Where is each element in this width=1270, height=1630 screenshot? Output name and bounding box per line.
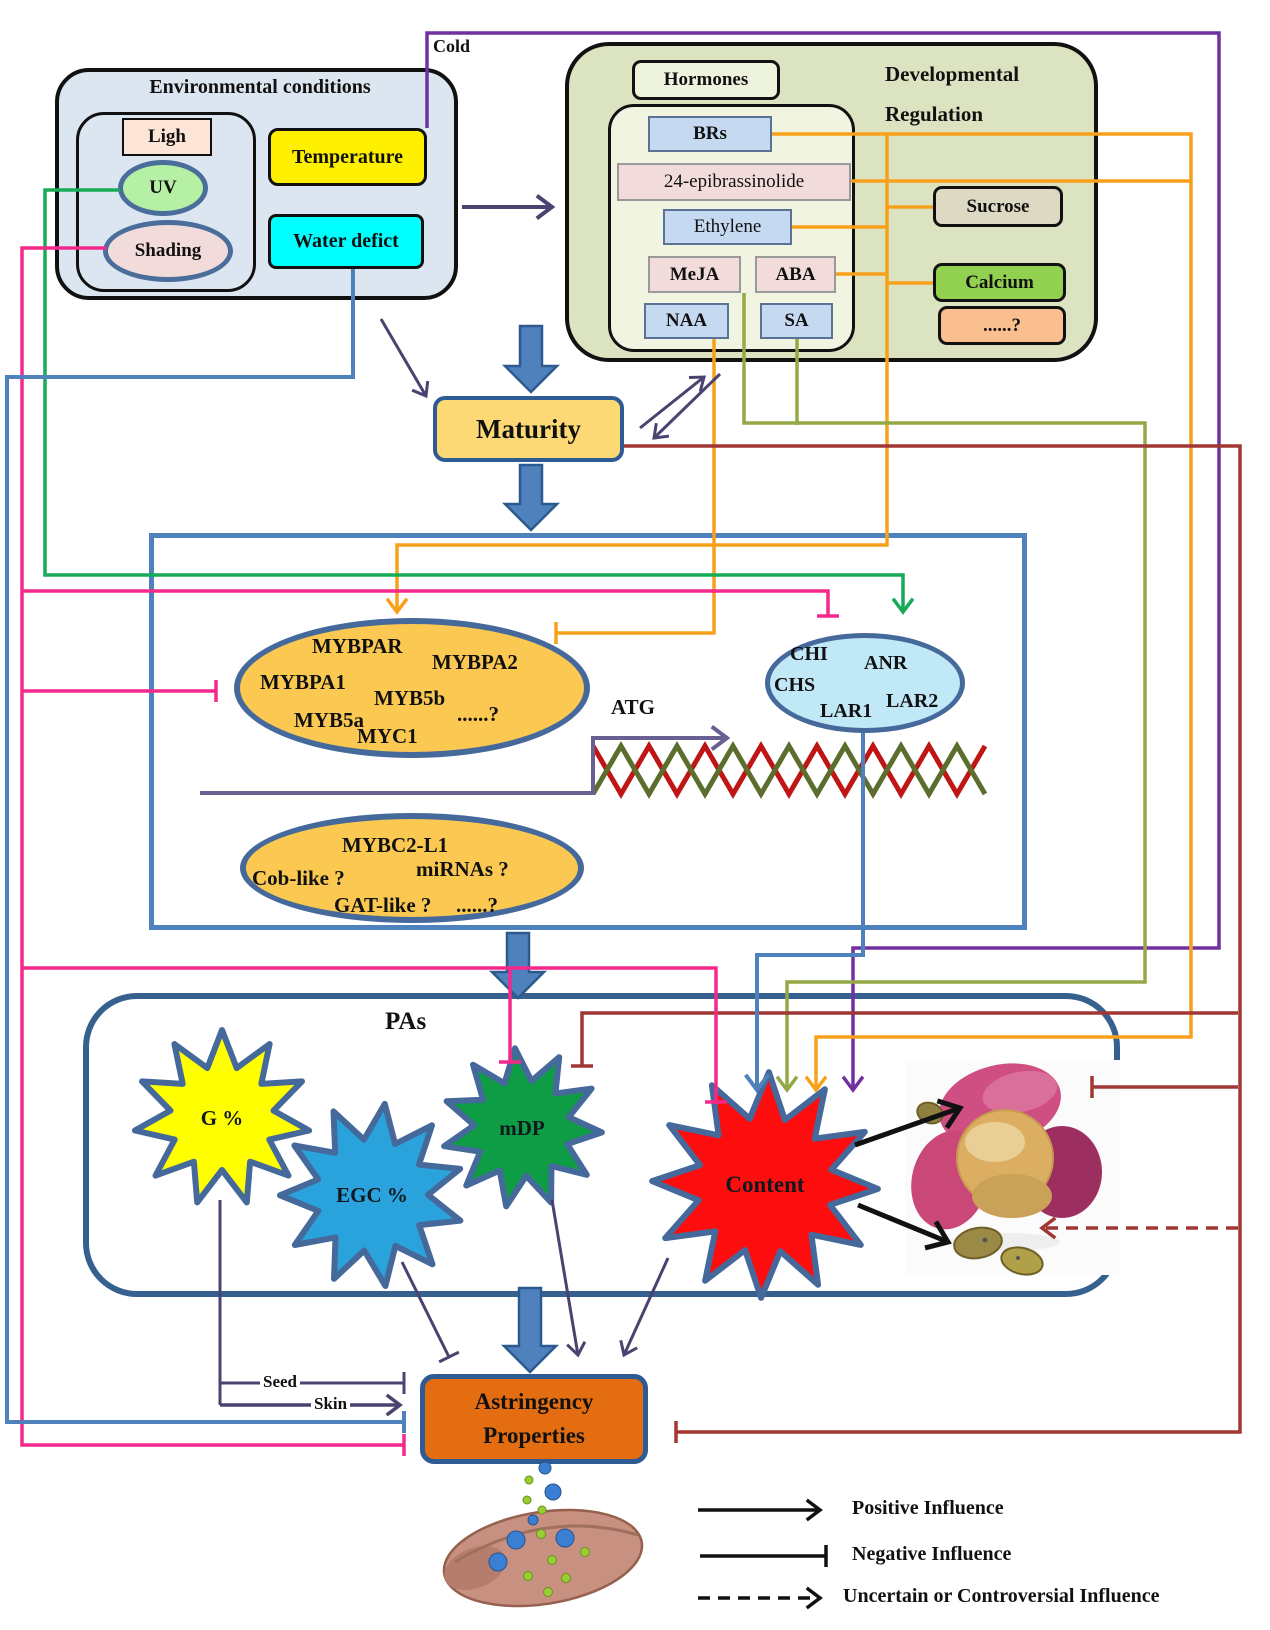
cold-label: Cold [430, 36, 474, 57]
legend-uncertain-label: Uncertain or Controversial Influence [843, 1585, 1160, 1607]
flow-fat-arrow-1 [501, 324, 561, 394]
gene-label: ANR [864, 652, 908, 674]
flavanol-dots [522, 1475, 590, 1597]
gene-label: MYBPA1 [260, 670, 346, 694]
uv-ellipse: UV [118, 160, 208, 216]
gene-label: MYB5b [374, 686, 446, 710]
gene-label: GAT-like ? [334, 893, 432, 917]
arrowhead-legend-positive-line [805, 1498, 823, 1522]
pa-activators-ellipse: MYBPAR MYBPA2 MYBPA1 MYB5b MYB5a MYC1 ..… [234, 618, 590, 758]
naa-box: NAA [644, 303, 729, 339]
flow-fat-arrow-4 [500, 1286, 560, 1374]
seed-label: Seed [260, 1372, 300, 1392]
arrowhead-devreg-maturity-down [652, 422, 670, 440]
gene-label: MYBPA2 [432, 650, 518, 674]
ethylene-box: Ethylene [663, 209, 792, 245]
arrowhead-skin-line [385, 1393, 403, 1417]
gene-label: MYBPAR [312, 634, 403, 658]
hormones-box: Hormones [632, 60, 780, 100]
legend-positive-label: Positive Influence [852, 1497, 1004, 1519]
shading-ellipse: Shading [103, 220, 233, 282]
temperature-box: Temperature [268, 128, 427, 186]
astringency-box: Astringency Properties [420, 1374, 648, 1464]
gene-label: MYC1 [357, 724, 418, 748]
arrowhead-maturity-devreg-up [688, 375, 706, 392]
arrowhead-env-maturity [411, 380, 430, 399]
atg-label: ATG [608, 695, 658, 720]
gene-label: LAR1 [820, 700, 873, 722]
sucrose-box: Sucrose [933, 186, 1063, 227]
astringency-line2: Properties [483, 1423, 585, 1448]
arrowhead-content-astringency [619, 1340, 638, 1358]
meja-box: MeJA [648, 256, 741, 293]
arrowhead-mdp-astringency [566, 1340, 587, 1358]
developmental-title-line1: Developmental [885, 62, 1020, 86]
gene-label: MYB5a [294, 708, 364, 732]
pas-title: PAs [385, 1008, 427, 1035]
arrowhead-env-devreg [535, 194, 556, 220]
flow-fat-arrow-2 [501, 463, 561, 532]
unknown-factor-box: ......? [938, 306, 1066, 345]
gene-label: miRNAs ? [416, 857, 509, 881]
structural-genes-ellipse: CHI ANR CHS LAR1 LAR2 [765, 633, 965, 733]
line-env-maturity [379, 318, 428, 397]
gene-label: CHI [790, 643, 828, 665]
flow-fat-arrow-3 [488, 931, 548, 1000]
calcium-box: Calcium [933, 263, 1066, 302]
water-deficit-box: Water defict [268, 214, 424, 269]
developmental-title-line2: Regulation [885, 102, 984, 126]
gene-label: ......? [456, 893, 498, 917]
light-box: Ligh [122, 118, 212, 156]
gene-label: MYBC2-L1 [342, 833, 449, 857]
gene-label: ......? [457, 702, 499, 726]
gene-label: CHS [774, 674, 816, 696]
gene-label: LAR2 [886, 690, 939, 712]
line-maturity-devreg-up [639, 375, 705, 430]
tannin-dots [488, 1461, 575, 1572]
pa-repressors-ellipse: MYBC2-L1 miRNAs ? Cob-like ? GAT-like ? … [240, 813, 584, 923]
aba-box: ABA [755, 256, 836, 293]
arrowhead-legend-uncertain-line [805, 1586, 823, 1610]
maturity-box: Maturity [433, 396, 624, 462]
pas-box [83, 993, 1120, 1297]
tongue-image [442, 1461, 644, 1608]
tbar-egc-astringency [438, 1350, 460, 1364]
legend-negative-label: Negative Influence [852, 1543, 1012, 1565]
brs-box: BRs [648, 116, 772, 152]
epibrassinolide-box: 24-epibrassinolide [617, 163, 851, 201]
skin-label: Skin [311, 1394, 351, 1414]
line-devreg-maturity-down [652, 372, 722, 440]
environmental-conditions-title: Environmental conditions [149, 76, 371, 98]
astringency-line1: Astringency [474, 1388, 594, 1414]
gene-label: Cob-like ? [252, 866, 345, 890]
sa-box: SA [760, 303, 833, 339]
